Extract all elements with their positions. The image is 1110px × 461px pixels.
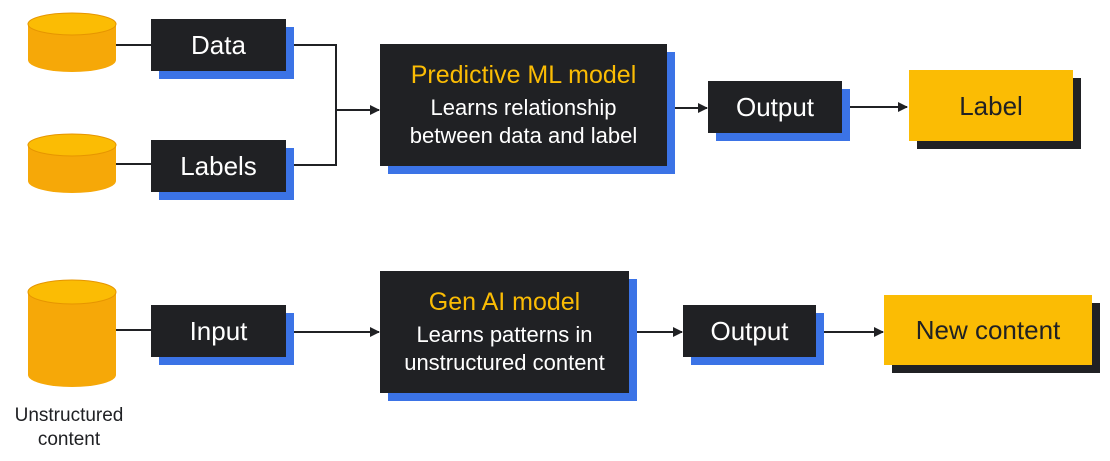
labels-box: Labels	[151, 140, 286, 192]
genai-output-label: Output	[710, 316, 789, 346]
input-label: Input	[189, 316, 248, 346]
database-icon	[27, 279, 117, 387]
database-icon	[27, 12, 117, 72]
genai-model-desc-line-2: unstructured content	[404, 350, 605, 375]
gen-ai-model-box: Gen AI model Learns patterns in unstruct…	[380, 271, 629, 393]
predictive-model-title: Predictive ML model	[410, 61, 637, 89]
new-content-text: New content	[915, 315, 1061, 345]
data-box: Data	[151, 19, 286, 71]
predictive-model-desc-line-1: Learns relationship	[430, 95, 617, 120]
caption-line-2: content	[37, 429, 101, 450]
label-result-box: Label	[909, 70, 1073, 141]
database-icon	[27, 133, 117, 193]
genai-model-desc-line-1: Learns patterns in	[416, 322, 593, 347]
input-box: Input	[151, 305, 286, 357]
predictive-output-label: Output	[735, 92, 815, 122]
labels-label: Labels	[180, 151, 257, 181]
data-merge-line	[286, 44, 337, 110]
new-content-box: New content	[884, 295, 1092, 365]
unstructured-content-caption: Unstructured content	[2, 404, 136, 452]
data-label: Data	[191, 30, 246, 60]
genai-output-box: Output	[683, 305, 816, 357]
caption-line-1: Unstructured	[14, 405, 124, 426]
predictive-ml-model-box: Predictive ML model Learns relationship …	[380, 44, 667, 166]
predictive-output-box: Output	[708, 81, 842, 133]
genai-model-title: Gen AI model	[428, 288, 581, 316]
labels-merge-line	[286, 110, 337, 166]
predictive-model-desc-line-2: between data and label	[409, 123, 638, 148]
label-result-text: Label	[959, 90, 1023, 121]
